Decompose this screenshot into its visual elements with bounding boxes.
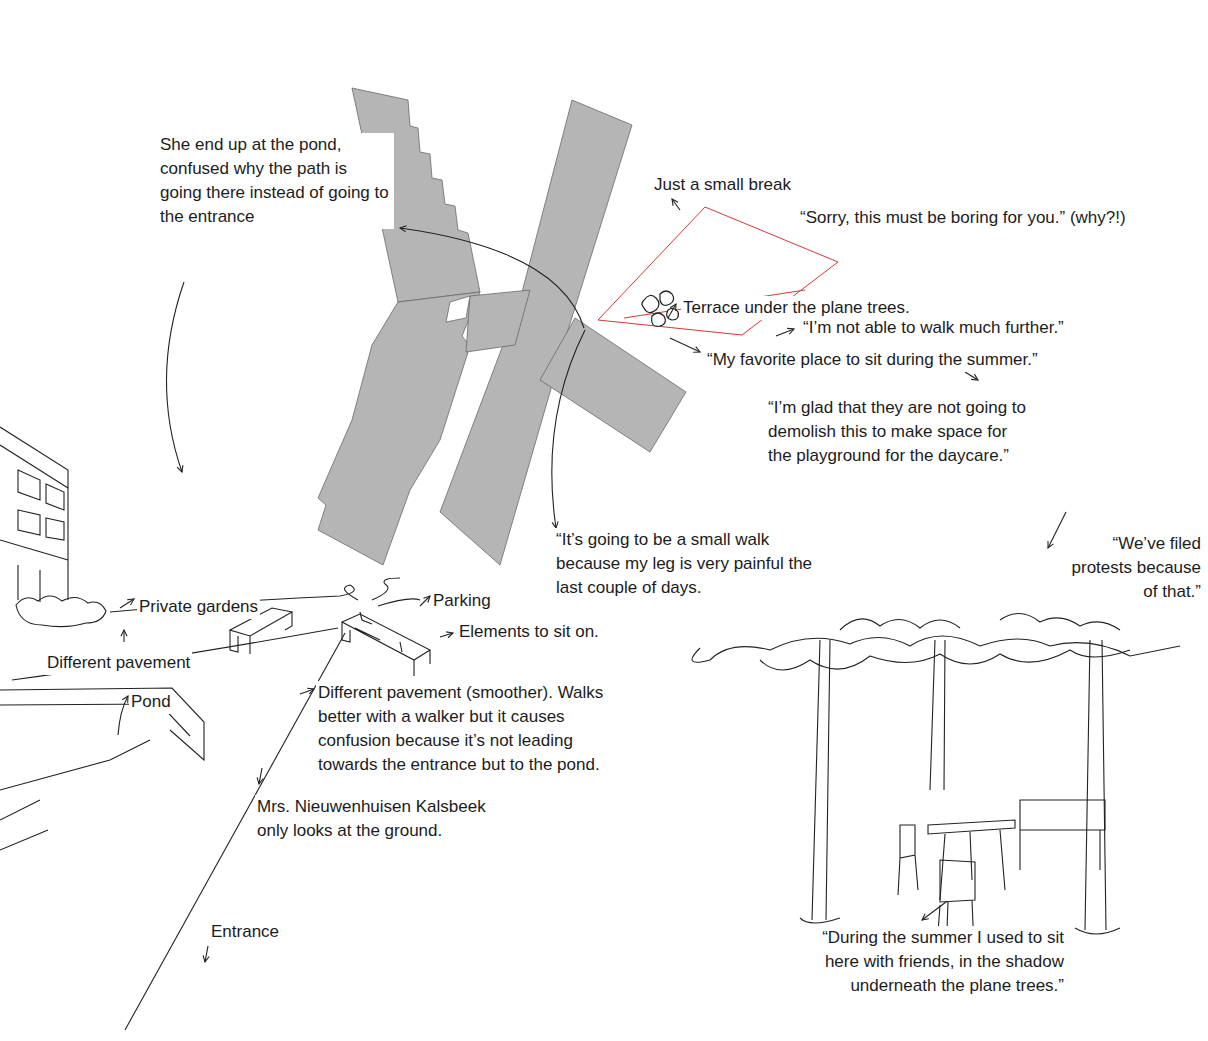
- annotation-note: Mrs. Nieuwenhuisen Kalsbeek only looks a…: [255, 795, 506, 843]
- place-label: Elements to sit on.: [457, 620, 601, 644]
- annotation-note: She end up at the pond, confused why the…: [158, 133, 394, 229]
- quote-note: “My favorite place to sit during the sum…: [705, 348, 1040, 372]
- quote-note: “I’m not able to walk much further.”: [801, 316, 1066, 340]
- quote-note: “During the summer I used to sit here wi…: [812, 926, 1066, 998]
- annotation-note: Just a small break: [652, 173, 793, 197]
- quote-note: “It’s going to be a small walk because m…: [554, 528, 822, 600]
- annotation-note: Different pavement (smoother). Walks bet…: [316, 681, 607, 777]
- plan-trees: [642, 291, 678, 326]
- place-label: Pond: [129, 690, 173, 714]
- quote-note: “We’ve filed protests because of that.”: [1057, 532, 1203, 604]
- place-label: Private gardens: [137, 595, 260, 619]
- quote-note: “I’m glad that they are not going to dem…: [766, 396, 1034, 468]
- place-label: Entrance: [209, 920, 281, 944]
- place-label: Parking: [431, 589, 493, 613]
- place-label: Different pavement: [45, 651, 192, 675]
- quote-note: “Sorry, this must be boring for you.” (w…: [798, 206, 1132, 230]
- leader-arrows: [118, 199, 1066, 962]
